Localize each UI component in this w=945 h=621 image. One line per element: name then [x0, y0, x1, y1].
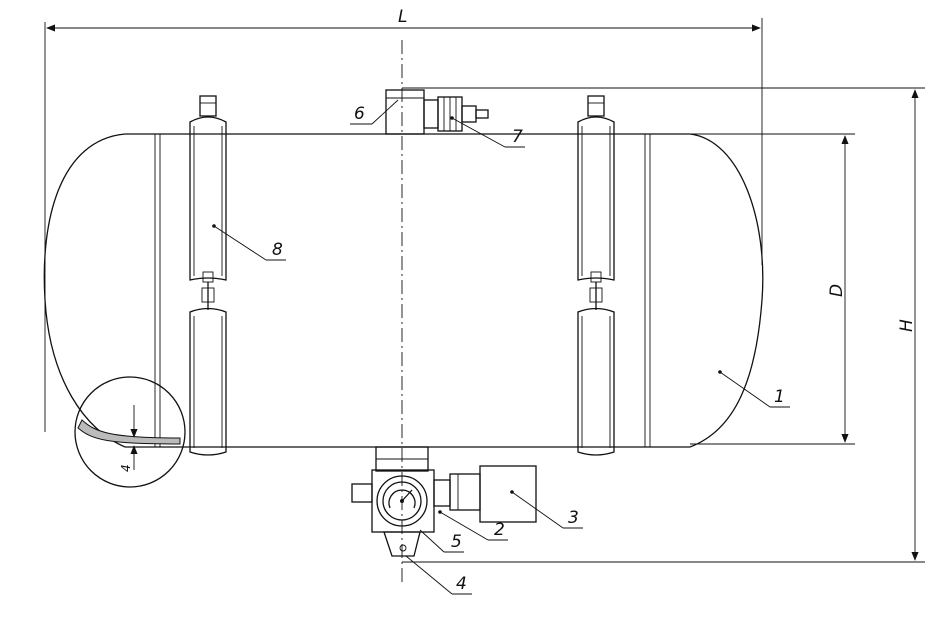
dimension-diameter: D — [690, 133, 855, 445]
callout-label-2: 2 — [494, 520, 505, 540]
tank-body — [43, 133, 764, 448]
callout-8: 8 — [212, 224, 286, 261]
callout-label-4: 4 — [456, 574, 467, 594]
dimension-height: H — [402, 87, 925, 563]
top-fitting — [385, 89, 489, 135]
callout-label-7: 7 — [512, 127, 523, 147]
callout-label-1: 1 — [774, 387, 785, 407]
callout-2: 2 — [438, 510, 508, 541]
callout-4: 4 — [405, 555, 472, 595]
dimension-label-height: H — [897, 319, 917, 332]
strap-left — [189, 95, 227, 456]
dimension-label-diameter: D — [827, 284, 847, 297]
strap-right — [577, 95, 615, 456]
callout-6: 6 — [350, 99, 399, 125]
callout-label-6: 6 — [354, 104, 365, 124]
dimension-label-wall: 4 — [119, 464, 133, 472]
dimension-label-length: L — [398, 7, 407, 27]
callout-7: 7 — [450, 116, 525, 148]
callout-1: 1 — [718, 370, 790, 408]
dimension-length: L — [44, 7, 763, 432]
callout-5: 5 — [419, 529, 464, 553]
callout-3: 3 — [510, 490, 583, 529]
callout-label-3: 3 — [568, 508, 579, 528]
bottom-valve-assembly — [351, 446, 537, 557]
detail-wall-section: 4 — [74, 376, 186, 488]
callout-label-5: 5 — [451, 532, 462, 552]
callout-label-8: 8 — [272, 240, 283, 260]
